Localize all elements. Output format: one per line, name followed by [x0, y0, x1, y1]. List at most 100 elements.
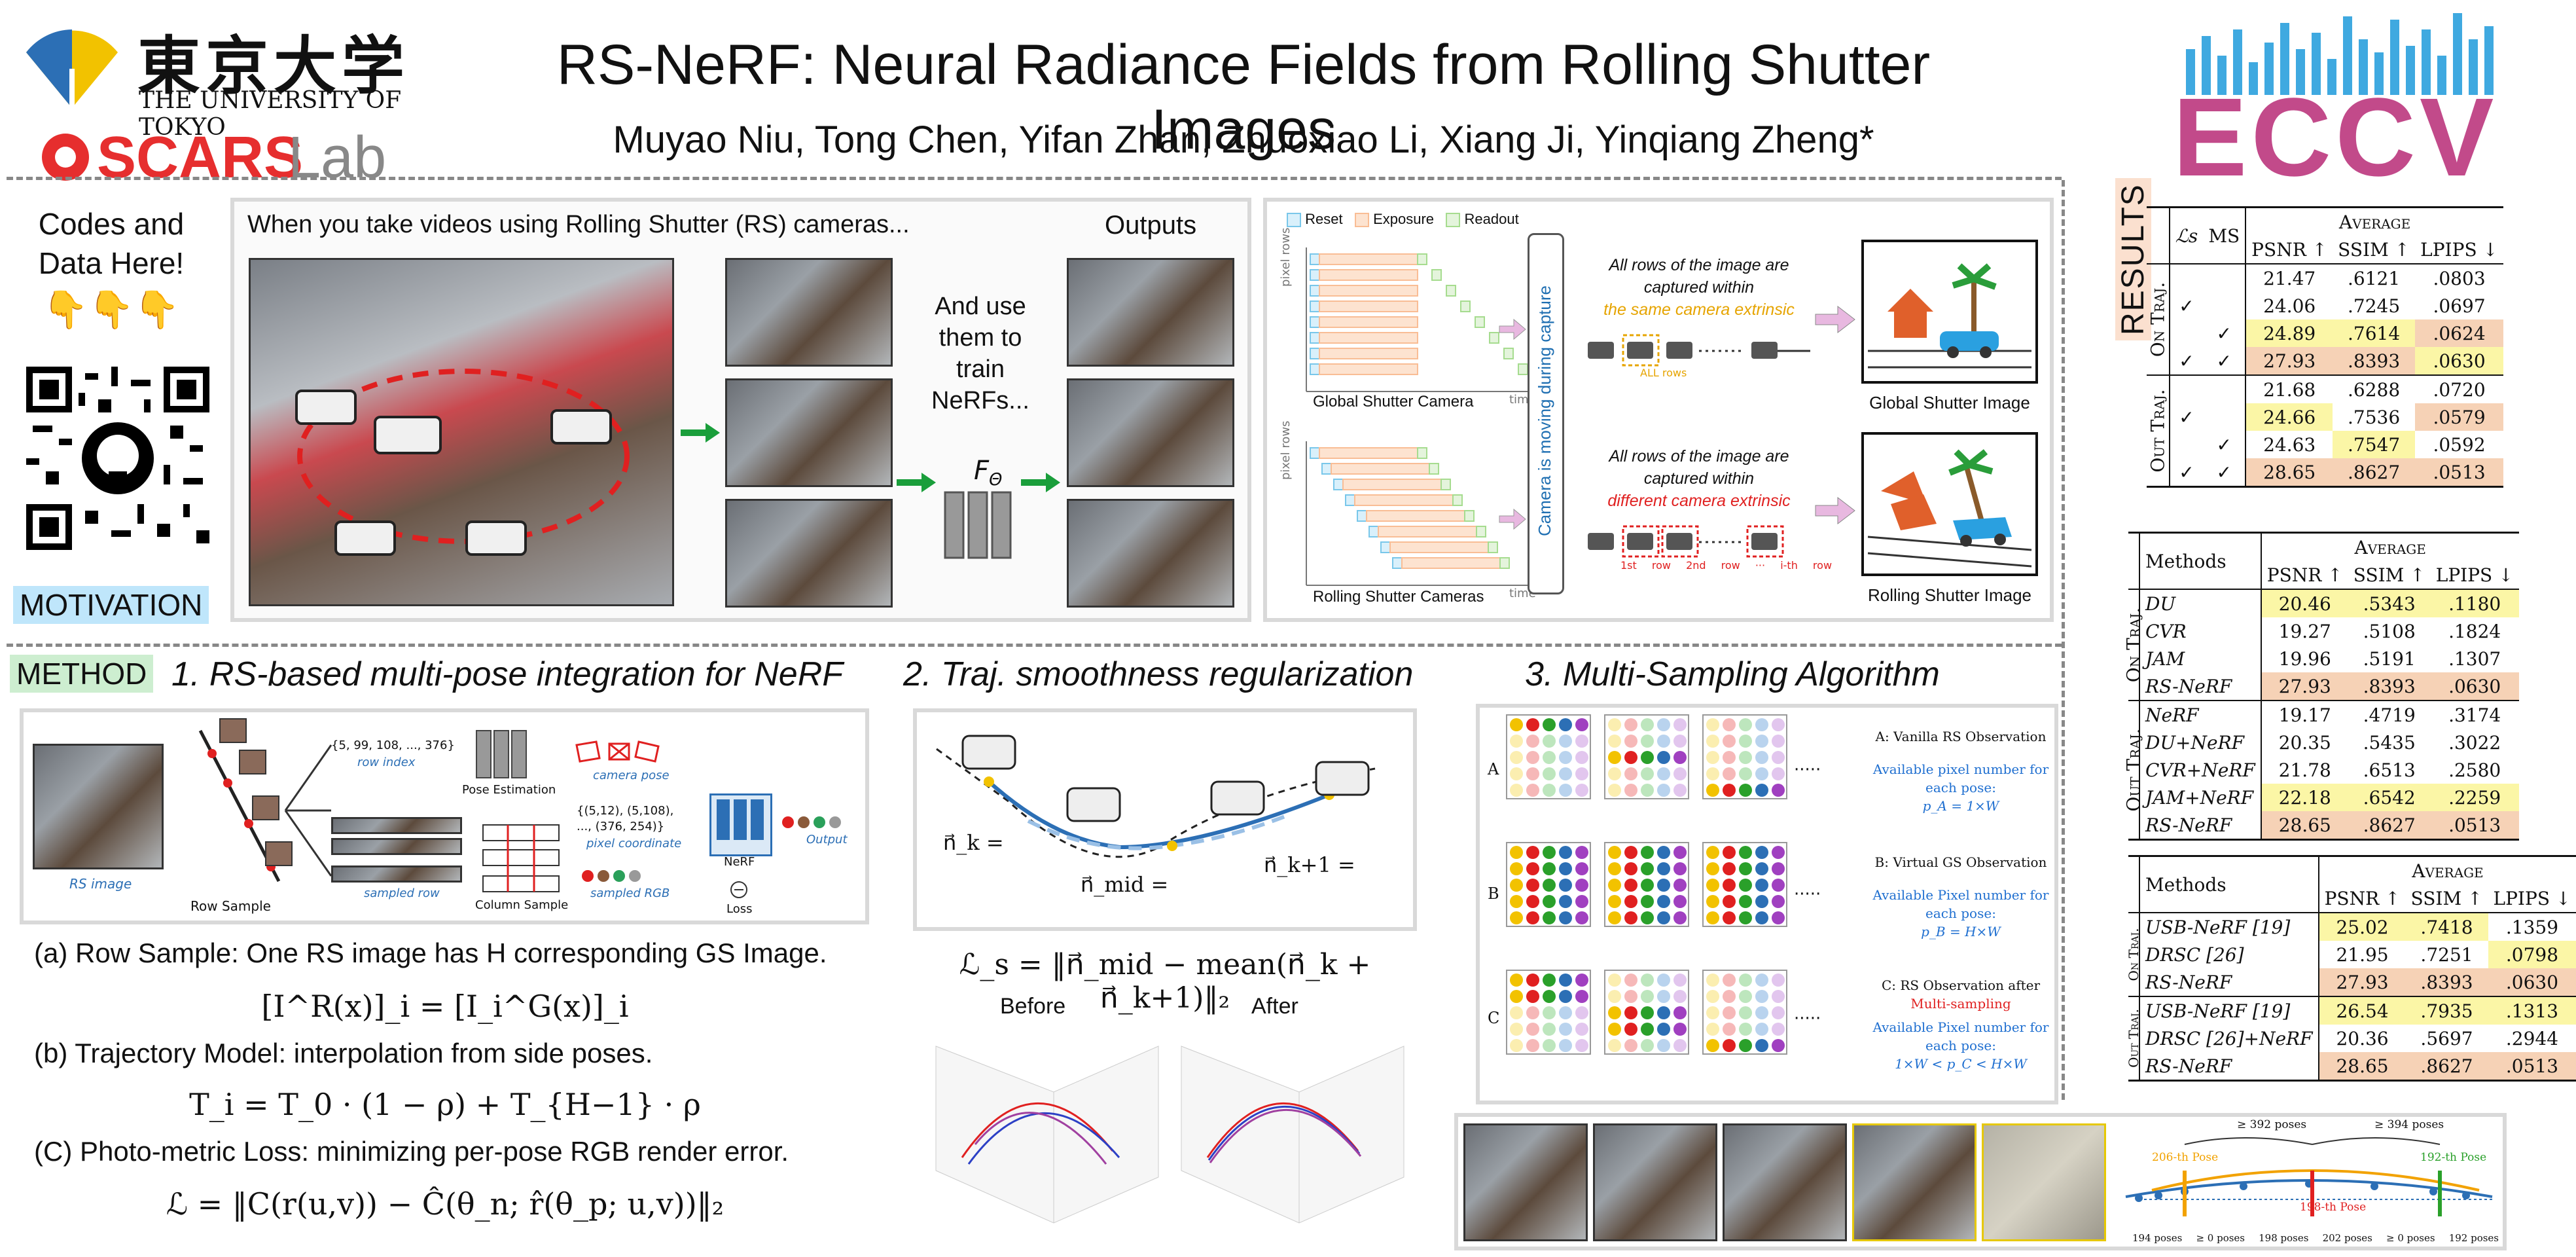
exposure-bar [1319, 363, 1418, 375]
row-sample-equation: [I^R(x)]_i = [I_i^G(x)]_i [261, 989, 629, 1024]
reset-bar [1310, 301, 1320, 312]
t2-group-on: On Traj. [2123, 589, 2145, 701]
photometric-loss-text: (C) Photo-metric Loss: minimizing per-po… [34, 1136, 789, 1167]
exposure-bar [1319, 269, 1418, 281]
legend-reset-swatch [1287, 213, 1301, 228]
reset-bar [1310, 332, 1320, 344]
readout-bar [1464, 510, 1475, 522]
pixel-coord-values-1: {(5,12), (5,108), [577, 804, 674, 818]
exposure-bar [1378, 526, 1477, 537]
traj-bottom-4: 202 poses [2322, 1232, 2372, 1244]
traj-bottom-2: ≥ 0 poses [2196, 1232, 2245, 1244]
camera-pose-label: camera pose [593, 769, 670, 782]
ms-a-description: A: Vanilla RS Observation Available pixe… [1866, 727, 2056, 815]
check-ls: ✓ [2168, 458, 2204, 487]
output-render-1 [1067, 258, 1234, 367]
rs-frame-3 [725, 499, 893, 608]
lab-logo: SCARS Lab [39, 124, 406, 191]
table-row: DRSC [26]21.95.7251.0798 [2128, 941, 2576, 968]
ssim-value: .5191 [2363, 647, 2416, 670]
ms-grid [1506, 842, 1591, 927]
arrow-rs-image [1815, 496, 1855, 526]
check-ms [2203, 403, 2245, 431]
psnr-value: 21.68 [2245, 375, 2333, 403]
psnr-value: 21.47 [2245, 264, 2333, 292]
arrow-to-outputs [1021, 473, 1060, 492]
gs-image-caption: Global Shutter Image [1869, 393, 2030, 412]
table-row: Out Traj.USB-NeRF [19]26.54.7935.1313 [2126, 996, 2576, 1068]
readout-bar [1499, 557, 1510, 569]
t1-group-out: Out Traj. [2147, 375, 2170, 487]
t3-group-out: Out Traj. [2126, 996, 2141, 1081]
psnr-value: 19.27 [2260, 617, 2348, 645]
t1-head-ms: MS [2208, 225, 2240, 247]
check-ms: ✓ [2216, 322, 2232, 344]
nerf-block [709, 793, 772, 856]
nk1-formula: n⃗_k+1 = [1264, 852, 1355, 877]
gs-caption: Global Shutter Camera [1313, 393, 1474, 410]
ms-c-title2: Multi-sampling [1910, 996, 2011, 1011]
results-table-ablation: ℒs MS Average PSNR ↑ SSIM ↑ LPIPS ↓ On T… [2147, 206, 2503, 488]
rs-camera-row [1588, 525, 1784, 558]
lpips-value: .1313 [2488, 996, 2576, 1025]
motivation-tag: MOTIVATION [13, 586, 209, 624]
ms-row-b-label: B [1488, 884, 1499, 903]
sampled-rgb-label: sampled RGB [590, 886, 670, 900]
traj-198-label: 198-th Pose [2300, 1201, 2367, 1214]
method-section-2-title: 2. Traj. smoothness regularization [903, 655, 1414, 693]
ssim-value: .5343 [2348, 589, 2431, 617]
gs-explanation: All rows of the image are captured withi… [1588, 254, 1810, 321]
f-theta-label: FΘ [974, 456, 1002, 490]
check-ms [2203, 292, 2245, 319]
ssim-value: .4719 [2363, 704, 2416, 726]
lpips-value: .3174 [2448, 704, 2501, 726]
t1-col-psnr: PSNR ↑ [2245, 236, 2333, 264]
method-pipeline-panel: RS image Row Sample {5, 99, 108, ..., 37… [20, 708, 869, 924]
check-ls [2168, 375, 2204, 403]
check-ls [2168, 431, 2204, 458]
rs-explanation: All rows of the image are captured withi… [1588, 445, 1810, 512]
exposure-bar [1319, 447, 1418, 459]
reset-bar [1310, 269, 1320, 281]
traj-bottom-1: 194 poses [2132, 1232, 2183, 1244]
ssim-value: .8393 [2405, 968, 2488, 996]
readout-bar [1429, 463, 1439, 475]
readout-bar [1488, 541, 1498, 553]
lpips-value: .0720 [2433, 378, 2486, 401]
legend-readout-swatch [1446, 213, 1461, 228]
t2-col-lpips: LPIPS ↓ [2430, 561, 2519, 590]
lpips-value: .0803 [2433, 267, 2486, 289]
qr-code[interactable] [26, 367, 209, 550]
ms-grid [1506, 714, 1591, 799]
utokyo-ginkgo-icon [26, 29, 118, 108]
table-row: ✓24.66.7536.0579 [2147, 403, 2503, 431]
t3-head-avg: Average [2317, 856, 2576, 884]
rs-text-1: All rows of the image are [1609, 447, 1789, 465]
row-label-3: ··· [1755, 559, 1766, 572]
ms-dots-a: ····· [1794, 760, 1821, 780]
method-name: JAM+NeRF [2139, 784, 2261, 811]
theta-symbol: Θ [989, 470, 1003, 490]
gs-text-1: All rows of the image are [1609, 256, 1789, 274]
gs-image-illustration [1861, 240, 2038, 384]
sampled-row-strip-1 [331, 817, 462, 834]
check-ls: ✓ [2168, 292, 2204, 319]
t3-group-on: On Traj. [2126, 913, 2141, 996]
ssim-value: .6288 [2348, 378, 2401, 401]
column-sample-label: Column Sample [475, 898, 569, 912]
row-sample-label: Row Sample [190, 898, 271, 914]
ms-dots-b: ····· [1794, 884, 1821, 904]
gs-text-2: captured within [1643, 278, 1755, 297]
reset-bar [1310, 363, 1320, 375]
row-label-1: 1st row [1620, 559, 1671, 572]
psnr-value: 21.95 [2317, 941, 2406, 968]
t1-rows-out: Out Traj. 21.68 .6288 .0720✓24.66.7536.0579… [2147, 375, 2503, 487]
ms-b-title: B: Virtual GS Observation [1874, 854, 2047, 870]
eccv-logo: ECCV [2173, 10, 2500, 193]
codes-label: Codes and Data Here! [38, 207, 185, 280]
table-row: Out Traj.21.68.6288.0720 [2147, 375, 2503, 473]
